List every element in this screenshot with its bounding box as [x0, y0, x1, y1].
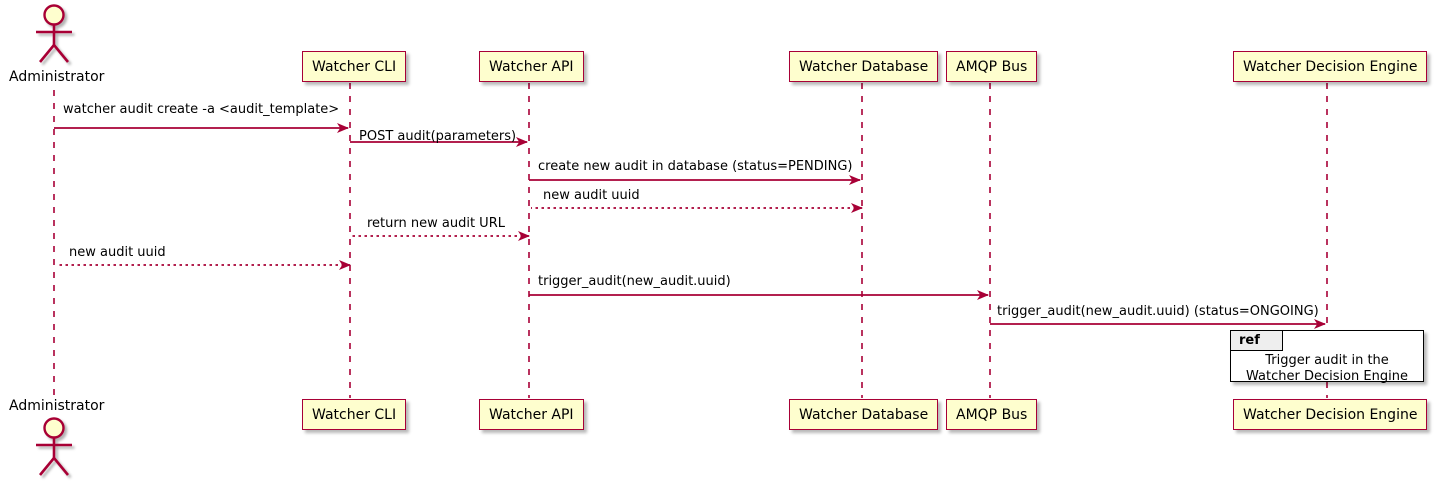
message-label-m4: new audit uuid	[543, 188, 640, 203]
participant-label: Watcher API	[489, 406, 574, 423]
ref-operator-label: ref	[1239, 333, 1260, 348]
ref-fragment-operator-tab: ref	[1231, 331, 1283, 351]
lifelines	[53, 83, 1328, 398]
participant-label: AMQP Bus	[956, 58, 1028, 75]
participant-box-watcher-decision-engine-top[interactable]: Watcher Decision Engine	[1233, 51, 1428, 82]
participant-box-watcher-database-top[interactable]: Watcher Database	[789, 51, 939, 82]
participant-box-watcher-cli-bottom[interactable]: Watcher CLI	[302, 399, 407, 430]
participant-label: Watcher CLI	[312, 58, 397, 75]
participant-box-watcher-database-bottom[interactable]: Watcher Database	[789, 399, 939, 430]
participant-box-watcher-decision-engine-bottom[interactable]: Watcher Decision Engine	[1233, 399, 1428, 430]
participant-box-watcher-cli-top[interactable]: Watcher CLI	[302, 51, 407, 82]
ref-body-line-2: Watcher Decision Engine	[1246, 369, 1408, 384]
participant-label: Watcher CLI	[312, 406, 397, 423]
message-label-m6: new audit uuid	[69, 245, 166, 260]
ref-fragment-body: Trigger audit in the Watcher Decision En…	[1231, 353, 1423, 385]
participant-label: Watcher Decision Engine	[1243, 58, 1418, 75]
message-label-m3: create new audit in database (status=PEN…	[538, 159, 853, 174]
participant-box-watcher-api-top[interactable]: Watcher API	[479, 51, 584, 82]
actor-administrator-bottom	[36, 417, 72, 476]
participant-label: Watcher API	[489, 58, 574, 75]
actor-label-administrator-top: Administrator	[9, 69, 105, 85]
message-label-m5: return new audit URL	[367, 216, 505, 231]
participant-label: Watcher Database	[799, 58, 929, 75]
participant-label: Watcher Decision Engine	[1243, 406, 1418, 423]
message-label-m2: POST audit(parameters)	[359, 129, 517, 144]
message-label-m7: trigger_audit(new_audit.uuid)	[538, 274, 731, 289]
message-label-m1: watcher audit create -a <audit_template>	[63, 102, 340, 117]
participant-label: AMQP Bus	[956, 406, 1028, 423]
ref-fragment: ref Trigger audit in the Watcher Decisio…	[1230, 330, 1424, 385]
ref-body-line-1: Trigger audit in the	[1265, 353, 1389, 368]
message-label-m8: trigger_audit(new_audit.uuid) (status=ON…	[997, 304, 1319, 319]
participant-label: Watcher Database	[799, 406, 929, 423]
participant-box-watcher-api-bottom[interactable]: Watcher API	[479, 399, 584, 430]
participant-box-amqp-bus-bottom[interactable]: AMQP Bus	[946, 399, 1038, 430]
participant-box-amqp-bus-top[interactable]: AMQP Bus	[946, 51, 1038, 82]
message-arrows	[54, 123, 1326, 329]
actor-administrator-top	[36, 4, 72, 63]
actor-label-administrator-bottom: Administrator	[9, 398, 105, 414]
